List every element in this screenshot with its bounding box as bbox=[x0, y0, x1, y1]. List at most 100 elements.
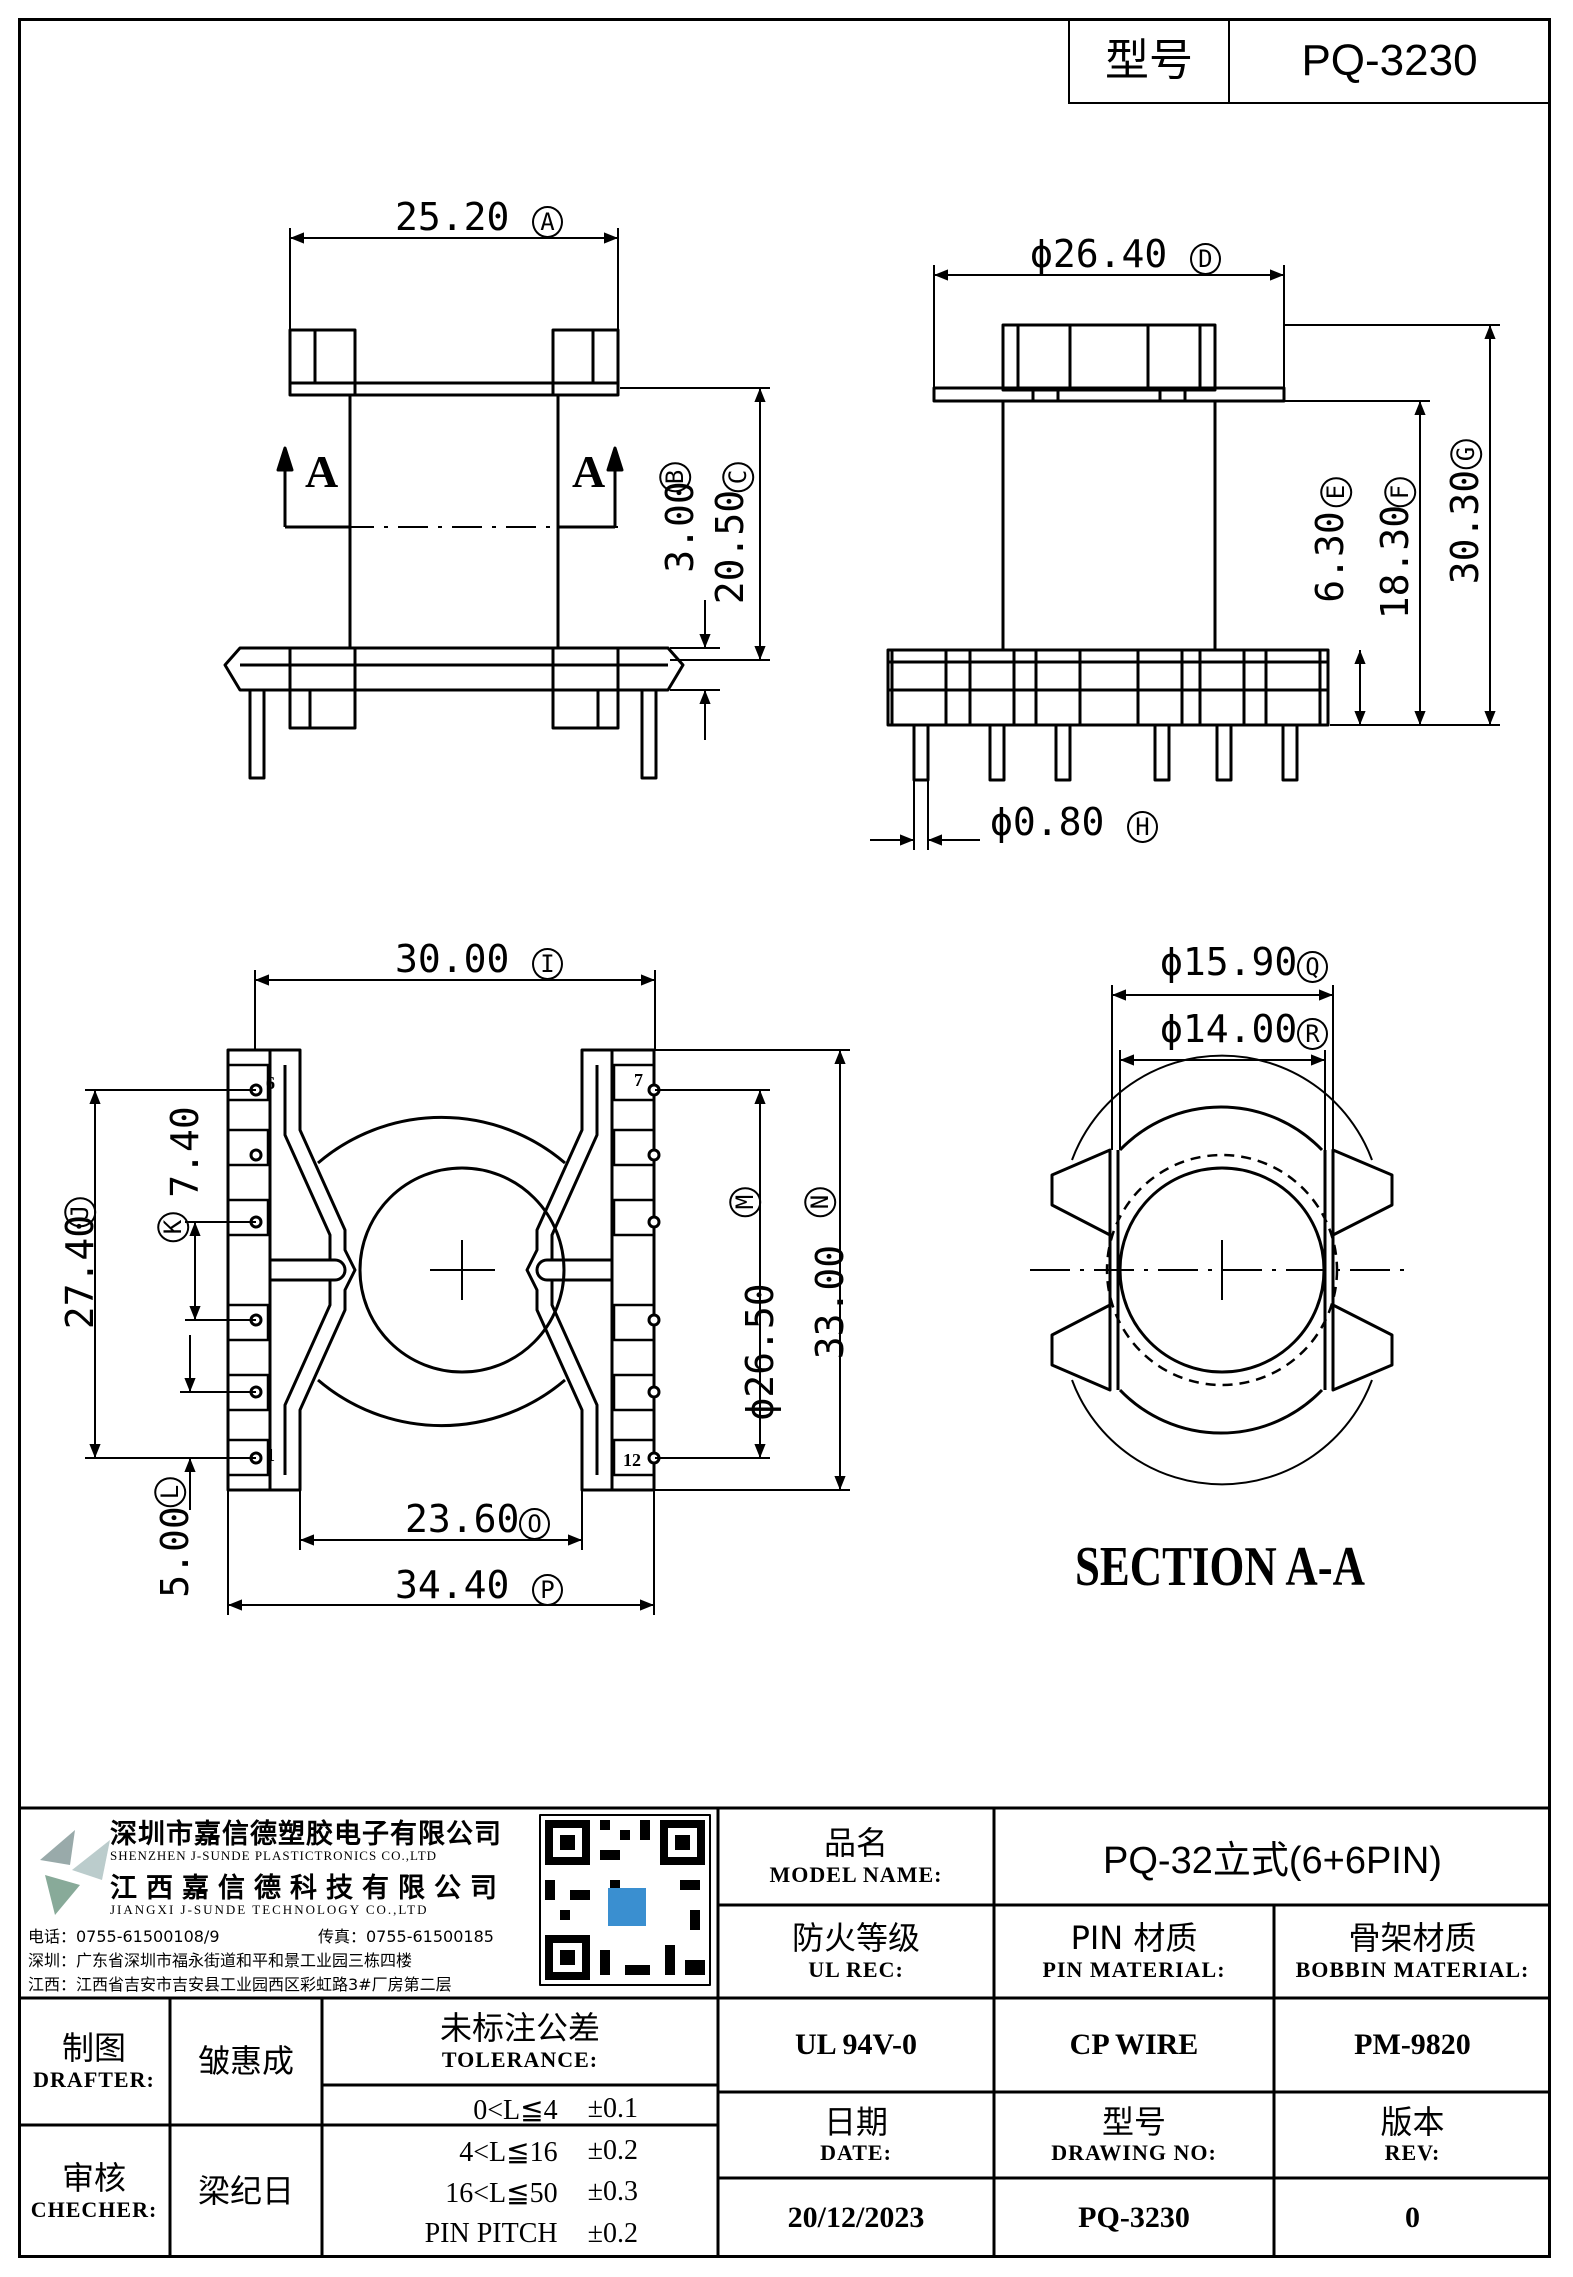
date-value: 20/12/2023 bbox=[787, 2201, 925, 2234]
dim-c-mark: C bbox=[722, 461, 755, 493]
dim-g-mark: G bbox=[1450, 438, 1483, 470]
dim-a-mark: A bbox=[532, 206, 563, 238]
tolerance-cn: 未标注公差 bbox=[439, 2009, 600, 2048]
tolerance-row: 4<L≦16 ±0.2 bbox=[322, 2135, 718, 2169]
model-name-value: PQ-32立式(6+6PIN) bbox=[1103, 1840, 1442, 1882]
side-view bbox=[886, 323, 1330, 782]
pin-number-6: 6 bbox=[266, 1073, 275, 1093]
drawing-no-value: PQ-3230 bbox=[1078, 2201, 1190, 2234]
dim-f-value: 18.30 bbox=[1373, 504, 1417, 620]
dim-l-label: 5.00 bbox=[153, 1502, 197, 1602]
tolerance-row: 0<L≦4±0.1 bbox=[322, 2093, 718, 2127]
dim-f-label: 18.30 bbox=[1373, 492, 1417, 632]
company-tel: 电话：0755-61500108/9 bbox=[28, 1927, 220, 1946]
company-fax: 传真：0755-61500185 bbox=[318, 1927, 494, 1946]
dim-e-mark-label: E bbox=[1309, 476, 1353, 508]
dim-h-mark: H bbox=[1127, 811, 1158, 843]
tolerance-range: 4<L≦16 bbox=[459, 2136, 558, 2168]
dim-j-mark: J bbox=[64, 1196, 97, 1228]
dim-p-value: 34.40 bbox=[395, 1563, 510, 1607]
type-value: PQ-3230 bbox=[1301, 36, 1478, 85]
drafter-label-cell: 制图 DRAFTER: bbox=[18, 1998, 170, 2125]
dim-r-mark: R bbox=[1297, 1018, 1328, 1050]
pin-number-12: 12 bbox=[623, 1450, 641, 1470]
ul-value-cell: UL 94V-0 bbox=[718, 1998, 994, 2092]
dim-p-mark: P bbox=[532, 1574, 563, 1606]
pin-material-en: PIN MATERIAL: bbox=[1042, 1956, 1226, 1982]
type-label-cell: 型号 bbox=[1068, 18, 1230, 104]
dim-d-mark: D bbox=[1190, 243, 1221, 275]
dim-m-mark-label: M bbox=[718, 1186, 762, 1218]
tolerance-table: 0<L≦4±0.1 4<L≦16±0.2 16<L≦50±0.3 PIN PIT… bbox=[322, 2085, 718, 2258]
pin-material-value: CP WIRE bbox=[1069, 2028, 1199, 2061]
rev-cn: 版本 bbox=[1380, 2102, 1445, 2141]
dim-n-mark-label: N bbox=[793, 1186, 837, 1218]
ul-value: UL 94V-0 bbox=[795, 2028, 917, 2061]
dim-d-label: ϕ26.40 D bbox=[1030, 232, 1221, 276]
tolerance-label-cell: 未标注公差 TOLERANCE: bbox=[322, 1998, 718, 2085]
dim-c-mark-label: C bbox=[711, 461, 755, 493]
tolerance-row: 16<L≦50±0.3 bbox=[322, 2176, 718, 2210]
company-name-en-1: SHENZHEN J-SUNDE PLASTICTRONICS CO.,LTD bbox=[110, 1848, 438, 1863]
pin-material-cn: PIN 材质 bbox=[1070, 1919, 1198, 1958]
date-en: DATE: bbox=[820, 2140, 892, 2166]
drafter-name-cell: 皱惠成 bbox=[170, 1998, 322, 2125]
dim-r-value: ϕ14.00 bbox=[1160, 1007, 1298, 1051]
company-address-shenzhen: 深圳：广东省深圳市福永街道和平和景工业园三栋四楼 bbox=[28, 1951, 413, 1970]
pin-material-label-cell: PIN 材质 PIN MATERIAL: bbox=[994, 1905, 1274, 1998]
dim-h-value: ϕ0.80 bbox=[990, 800, 1105, 844]
bobbin-material-en: BOBBIN MATERIAL: bbox=[1295, 1956, 1530, 1982]
dim-p-label: 34.40 P bbox=[395, 1563, 563, 1607]
tolerance-value: ±0.3 bbox=[587, 2176, 638, 2208]
type-value-cell: PQ-3230 bbox=[1228, 18, 1551, 104]
model-name-en: MODEL NAME: bbox=[769, 1861, 943, 1887]
dim-h-label: ϕ0.80 H bbox=[990, 800, 1158, 844]
tolerance-range: 0<L≦4 bbox=[473, 2094, 558, 2126]
rev-label-cell: 版本 REV: bbox=[1274, 2092, 1551, 2178]
dim-o-mark: O bbox=[519, 1508, 550, 1540]
dim-q-value: ϕ15.90 bbox=[1160, 940, 1298, 984]
dim-j-mark-label: J bbox=[53, 1196, 97, 1228]
drafter-en: DRAFTER: bbox=[33, 2066, 155, 2092]
dim-n-label: 33.00 bbox=[808, 1227, 852, 1377]
dim-k-mark: K bbox=[157, 1211, 190, 1243]
dim-l-mark-label: L bbox=[143, 1476, 187, 1508]
dim-e-mark: E bbox=[1320, 476, 1353, 508]
dim-l-value: 5.00 bbox=[153, 1506, 197, 1598]
bobbin-material-label-cell: 骨架材质 BOBBIN MATERIAL: bbox=[1274, 1905, 1551, 1998]
dim-i-label: 30.00 I bbox=[395, 937, 563, 981]
type-label: 型号 bbox=[1105, 34, 1193, 86]
ul-label-cell: 防火等级 UL REC: bbox=[718, 1905, 994, 1998]
section-mark-left: A bbox=[305, 446, 339, 497]
dim-f-mark: F bbox=[1384, 476, 1417, 508]
dim-d-value: ϕ26.40 bbox=[1030, 232, 1168, 276]
company-logo-icon bbox=[40, 1830, 110, 1915]
model-name-value-cell: PQ-32立式(6+6PIN) bbox=[994, 1808, 1551, 1905]
pin-number-1: 1 bbox=[266, 1445, 275, 1465]
dim-k-mark-label: K bbox=[146, 1211, 190, 1243]
dim-f-mark-label: F bbox=[1373, 476, 1417, 508]
drawing-no-label-cell: 型号 DRAWING NO: bbox=[994, 2092, 1274, 2178]
date-label-cell: 日期 DATE: bbox=[718, 2092, 994, 2178]
dim-b-mark: B bbox=[659, 461, 692, 493]
tolerance-value: ±0.2 bbox=[587, 2134, 638, 2166]
dim-j-value: 27.40 bbox=[58, 1214, 102, 1330]
ul-en: UL REC: bbox=[808, 1956, 904, 1982]
dim-k-label: 7.40 bbox=[163, 1097, 207, 1207]
dim-n-value: 33.00 bbox=[808, 1244, 852, 1360]
dim-a-label: 25.20 A bbox=[395, 195, 563, 239]
dim-m-label: ϕ26.50 bbox=[738, 1272, 782, 1432]
bobbin-material-cn: 骨架材质 bbox=[1348, 1919, 1477, 1958]
tolerance-en: TOLERANCE: bbox=[441, 2046, 599, 2072]
checker-name-cell: 梁纪日 bbox=[170, 2125, 322, 2258]
dim-i-value: 30.00 bbox=[395, 937, 510, 981]
dim-c-label: 20.50 bbox=[708, 477, 752, 617]
dim-m-value: ϕ26.50 bbox=[738, 1283, 782, 1421]
qr-code-icon bbox=[539, 1814, 711, 1986]
dim-k-value: 7.40 bbox=[163, 1106, 207, 1198]
rev-value-cell: 0 bbox=[1274, 2178, 1551, 2258]
dim-l-mark: L bbox=[154, 1476, 187, 1508]
